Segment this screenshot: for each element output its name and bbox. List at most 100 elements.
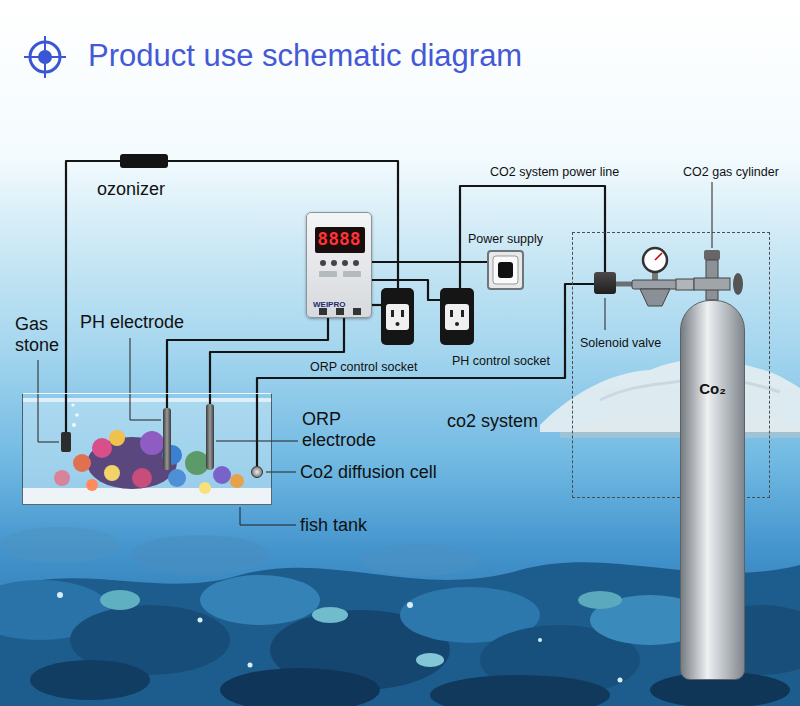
controller-panel [320, 260, 326, 266]
tank-water [75, 413, 79, 417]
socket-face [391, 310, 394, 317]
page-title: Product use schematic diagram [88, 37, 522, 74]
coral-reef [578, 591, 622, 609]
label-anchor: CO2 gas cylinder [683, 162, 779, 180]
tank-water [230, 474, 244, 488]
tank-water [22, 398, 272, 402]
part-label: fish tank [300, 515, 367, 537]
brand-mark: WEIPRO [313, 300, 345, 310]
tank-water [92, 438, 112, 458]
controller-panel [331, 260, 337, 266]
coral-reef [416, 653, 444, 667]
label-anchor: ORP electrode [302, 409, 394, 451]
tank-water [140, 431, 164, 455]
coral-reef [0, 527, 120, 563]
title-icon [30, 42, 60, 72]
label-anchor: Product use schematic diagram [88, 37, 522, 74]
controller-panel [353, 260, 359, 266]
control-socket: ORP control socket [381, 288, 414, 345]
tank-water [104, 465, 120, 481]
coral-reef [130, 535, 270, 575]
part-label: ozonizer [97, 179, 165, 201]
socket-face [461, 310, 464, 317]
socket-face [396, 322, 400, 326]
tank-water [86, 479, 98, 491]
regulator-assembly [733, 273, 743, 295]
coral-reef [407, 602, 413, 608]
tank-water [22, 398, 272, 505]
socket-face [455, 322, 459, 326]
power-wire [372, 261, 487, 263]
label-anchor: Solenoid valve [580, 333, 661, 351]
regulator-assembly [640, 289, 670, 306]
coral-reef [360, 544, 480, 576]
regulator-assembly [655, 253, 662, 260]
coral-reef [100, 590, 140, 610]
controller-panel [315, 227, 365, 253]
coral-reef [430, 675, 610, 706]
coral-reef [57, 592, 63, 598]
socket-face [381, 288, 414, 345]
leader-line [38, 182, 712, 525]
controller-panel [343, 271, 361, 277]
label-anchor: Power supply [468, 229, 543, 247]
solenoid-valve: Solenoid valve [594, 272, 616, 294]
label-anchor: PH control socket [452, 351, 550, 369]
power-wire [66, 161, 120, 432]
label-anchor: fish tank [300, 515, 367, 537]
label-anchor: Gas stone [15, 314, 65, 356]
controller-panel [319, 271, 337, 277]
socket-face [445, 304, 469, 330]
coral-reef [220, 668, 380, 706]
label-anchor: co2 system [447, 411, 538, 433]
power-wire [372, 304, 381, 306]
label-anchor: Co2 diffusion cell [300, 462, 437, 484]
coral-reef [30, 660, 150, 700]
gas-cylinder: CO2 gas cylinderCo₂ [680, 300, 745, 680]
outlet-face [498, 262, 513, 278]
socket-label: ORP control socket [310, 360, 417, 375]
socket-face [401, 310, 404, 317]
part-label: Solenoid valve [580, 336, 661, 351]
group-label: co2 system [447, 411, 538, 433]
label-anchor: WEIPRO [313, 293, 345, 311]
regulator-assembly [704, 250, 720, 260]
label-anchor: ozonizer [97, 179, 165, 201]
wire-label: CO2 system power line [490, 165, 619, 180]
leader-line [266, 472, 296, 473]
ph-electrode: PH electrode [163, 408, 171, 470]
outlet-face [489, 252, 522, 288]
leader-line [130, 338, 161, 420]
orp-electrode: ORP electrode [206, 404, 214, 470]
label-anchor: CO2 system power line [490, 162, 619, 180]
leader-line [38, 360, 59, 442]
socket-face [386, 304, 409, 330]
regulator-assembly [632, 248, 743, 306]
coral-reef [198, 618, 203, 623]
tank-water [168, 469, 186, 487]
leader-line [605, 298, 606, 330]
title-icon [24, 36, 66, 78]
tank-water [71, 403, 74, 406]
regulator-assembly [694, 278, 730, 290]
tank-water [72, 423, 76, 427]
socket-label: PH control socket [452, 354, 550, 369]
power-outlet: Power supply [487, 250, 524, 290]
controller-panel [336, 308, 344, 315]
label-anchor: PH electrode [80, 312, 184, 334]
coral-reef [312, 607, 348, 623]
ozonizer-box: ozonizer [120, 154, 168, 168]
tank-water [109, 430, 125, 446]
tank-water [132, 468, 152, 488]
label-anchor: ORP control socket [310, 357, 417, 375]
gas-stone: Gas stone [61, 432, 71, 452]
regulator-assembly [676, 279, 694, 290]
coral-reef [618, 678, 623, 683]
outlet-face [493, 256, 518, 284]
tank-water [213, 466, 231, 484]
tank-water [54, 470, 70, 486]
leader-line [216, 441, 298, 442]
regulator-assembly [643, 248, 667, 272]
leader-line [240, 507, 296, 525]
